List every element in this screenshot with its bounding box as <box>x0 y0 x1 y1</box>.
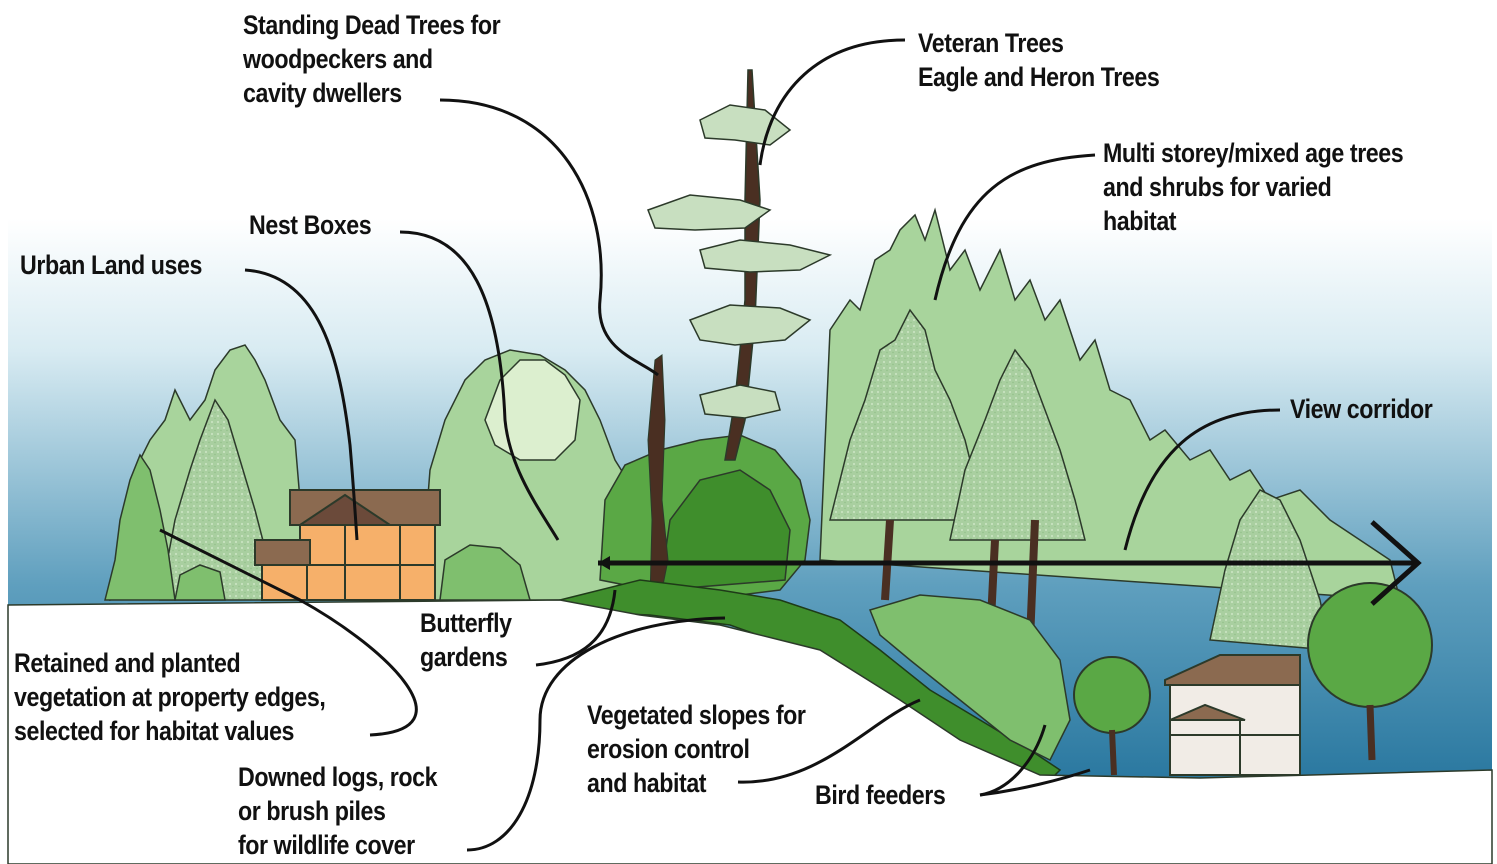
label-line: woodpeckers and <box>243 42 500 76</box>
label-line: habitat <box>1103 204 1403 238</box>
label-line: gardens <box>420 640 512 674</box>
label-line: Bird feeders <box>815 778 945 812</box>
label-line: and habitat <box>587 766 806 800</box>
label-veteran-trees: Veteran Trees Eagle and Heron Trees <box>918 26 1159 94</box>
label-line: Retained and planted <box>14 646 325 680</box>
label-line: View corridor <box>1290 392 1432 426</box>
label-line: Standing Dead Trees for <box>243 8 500 42</box>
label-line: Veteran Trees <box>918 26 1159 60</box>
label-line: Multi storey/mixed age trees <box>1103 136 1403 170</box>
label-butterfly-gardens: Butterfly gardens <box>420 606 512 674</box>
label-line: Butterfly <box>420 606 512 640</box>
label-multistorey: Multi storey/mixed age trees and shrubs … <box>1103 136 1403 238</box>
label-nest-boxes: Nest Boxes <box>249 208 371 242</box>
label-line: erosion control <box>587 732 806 766</box>
label-line: selected for habitat values <box>14 714 325 748</box>
label-line: Urban Land uses <box>20 248 202 282</box>
label-downed-logs: Downed logs, rock or brush piles for wil… <box>238 760 437 862</box>
label-line: cavity dwellers <box>243 76 500 110</box>
label-bird-feeders: Bird feeders <box>815 778 945 812</box>
label-retained-vegetation: Retained and planted vegetation at prope… <box>14 646 325 748</box>
label-line: Nest Boxes <box>249 208 371 242</box>
label-urban-land-uses: Urban Land uses <box>20 248 202 282</box>
label-line: vegetation at property edges, <box>14 680 325 714</box>
label-line: Downed logs, rock <box>238 760 437 794</box>
label-line: or brush piles <box>238 794 437 828</box>
round-tree-small <box>1074 657 1150 733</box>
right-house <box>1165 655 1300 775</box>
label-line: Eagle and Heron Trees <box>918 60 1159 94</box>
label-line: and shrubs for varied <box>1103 170 1403 204</box>
label-standing-dead-trees: Standing Dead Trees for woodpeckers and … <box>243 8 500 110</box>
label-vegetated-slopes: Vegetated slopes for erosion control and… <box>587 698 806 800</box>
label-line: for wildlife cover <box>238 828 437 862</box>
label-view-corridor: View corridor <box>1290 392 1432 426</box>
label-line: Vegetated slopes for <box>587 698 806 732</box>
round-tree-right <box>1308 583 1432 707</box>
